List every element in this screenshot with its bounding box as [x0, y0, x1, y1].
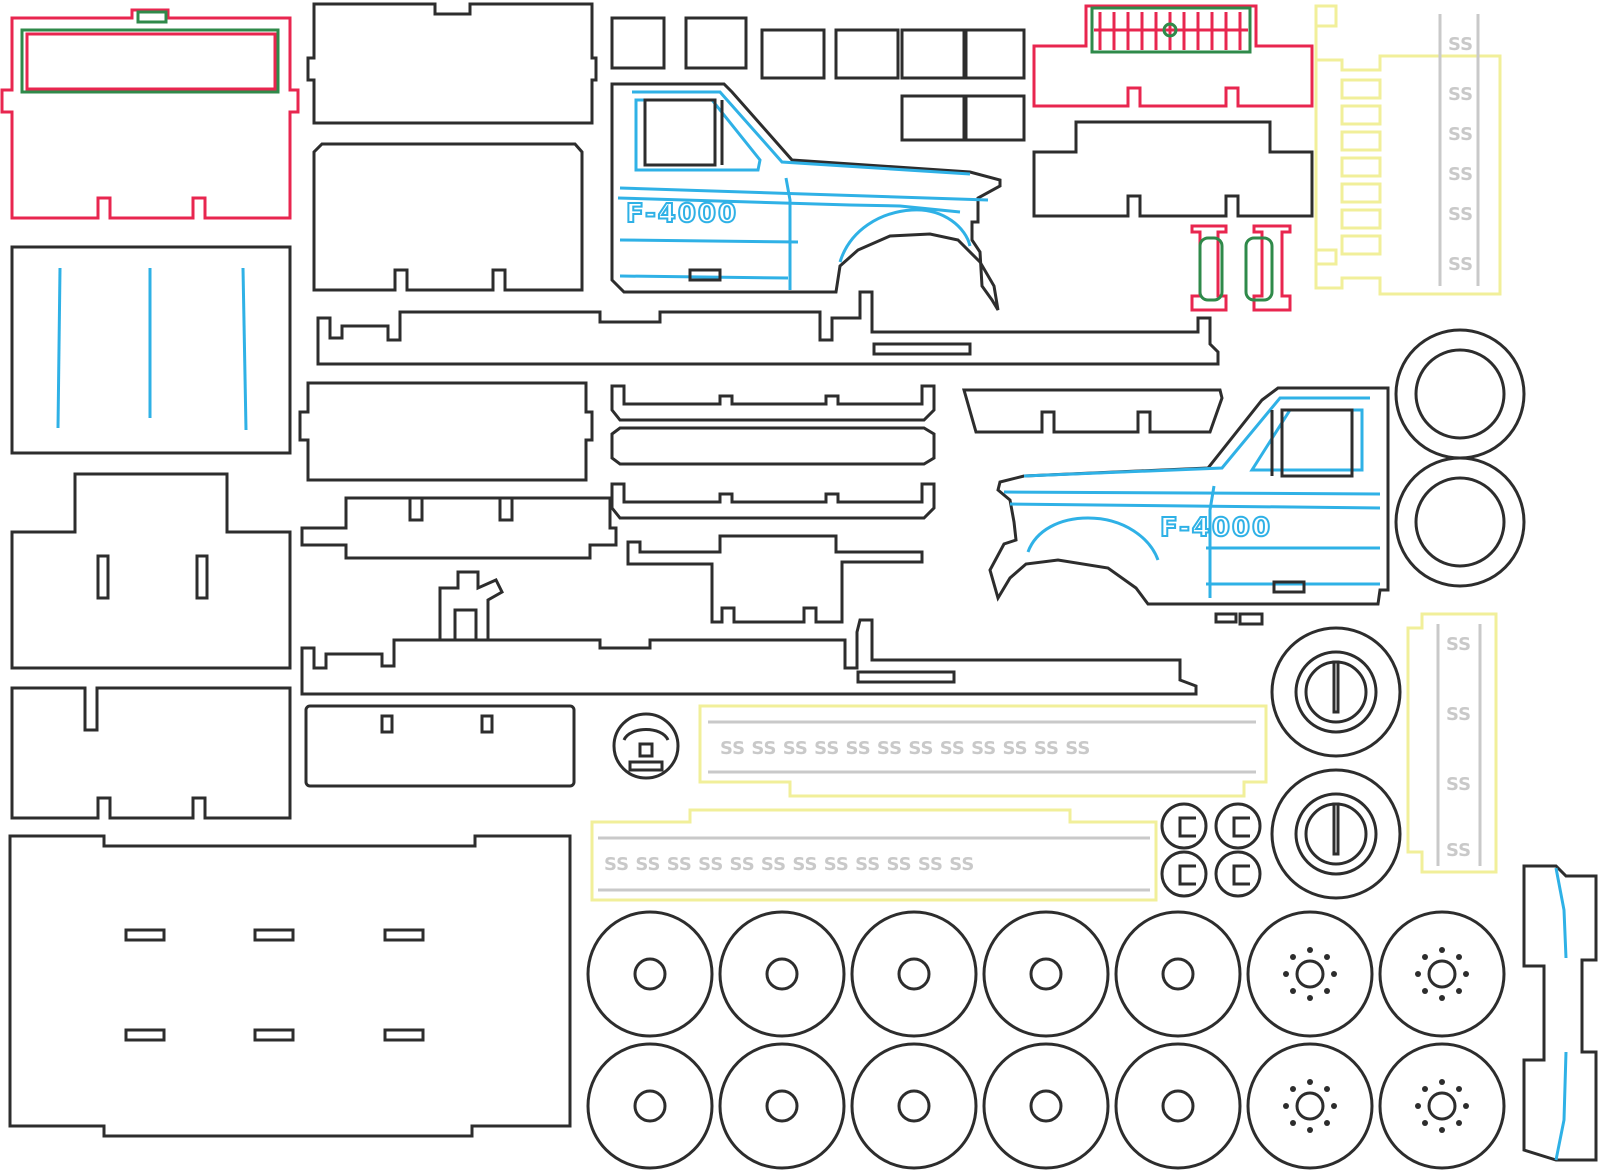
- bed-panel: [298, 381, 594, 482]
- tread-glyph-8: SS: [1446, 704, 1471, 725]
- cargo-back-tabbed-panel: [10, 686, 292, 820]
- truck-cab-side-right: F-4000: [988, 386, 1390, 626]
- tread-strip-horizontal-1: SS SS SS SS SS SS SS SS SS SS SS SS: [698, 704, 1268, 798]
- chassis-rail-lower: [300, 618, 1198, 696]
- tread-row-2: SS SS SS SS SS SS SS SS SS SS SS SS: [604, 854, 974, 875]
- wheel-discs-row-2: [586, 1042, 1506, 1170]
- tread-row-1: SS SS SS SS SS SS SS SS SS SS SS SS: [720, 738, 1090, 759]
- tread-glyph-9: SS: [1446, 774, 1471, 795]
- wheel-discs-row-1: [586, 910, 1506, 1038]
- running-board: [962, 388, 1224, 434]
- truck-badge-text: F-4000: [626, 199, 738, 229]
- hood-panel: [1032, 120, 1314, 218]
- roof-panel: [306, 2, 598, 125]
- steering-wheel-piece: [612, 712, 680, 780]
- cargo-floor-base-panel: [8, 834, 572, 1138]
- truck-badge-text-2: F-4000: [1160, 513, 1272, 543]
- small-hub-pieces: [1160, 802, 1262, 898]
- small-blocks: [610, 16, 1026, 142]
- seat-piece: [438, 570, 504, 642]
- tread-glyph-7: SS: [1446, 634, 1471, 655]
- rear-bumper-piece: [1522, 864, 1598, 1162]
- tread-glyph-10: SS: [1446, 840, 1471, 861]
- tread-strip-horizontal-2: SS SS SS SS SS SS SS SS SS SS SS SS: [590, 808, 1158, 902]
- tread-glyph-6: SS: [1448, 254, 1473, 275]
- grille-panel: [1032, 4, 1314, 108]
- tire-rings-top: [1394, 328, 1526, 588]
- mirror-pieces: [1190, 224, 1292, 312]
- cargo-side-striped-panel: [10, 245, 292, 455]
- tread-glyph-5: SS: [1448, 204, 1473, 225]
- cargo-lid-red-panel: [0, 8, 300, 220]
- chassis-rail-upper: [316, 290, 1220, 366]
- axle-bracket: [626, 534, 924, 624]
- tread-strip-vertical: SS SS SS SS: [1406, 612, 1498, 874]
- bumper-panel: [304, 704, 576, 788]
- truck-cab-side-left: F-4000: [610, 82, 1002, 311]
- tread-glyph-1: SS: [1448, 34, 1473, 55]
- tread-ladder-piece: SS SS SS SS SS SS: [1314, 4, 1502, 296]
- side-wall-panel: [312, 142, 584, 292]
- cargo-front-slotted-panel: [10, 472, 292, 670]
- chassis-rail-middle: [300, 496, 618, 560]
- hubcaps: [1270, 626, 1402, 900]
- tread-glyph-3: SS: [1448, 124, 1473, 145]
- bed-rails: [610, 384, 936, 520]
- tread-glyph-2: SS: [1448, 84, 1473, 105]
- tread-glyph-4: SS: [1448, 164, 1473, 185]
